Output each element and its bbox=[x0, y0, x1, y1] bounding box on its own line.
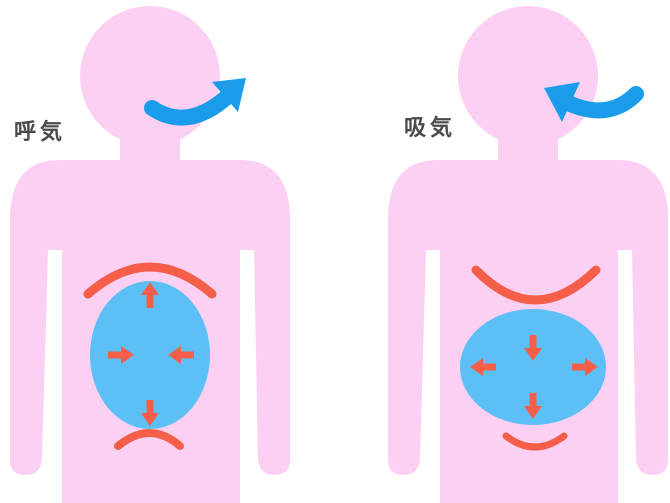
exhale-panel bbox=[10, 6, 290, 503]
exhale-label: 呼気 bbox=[14, 114, 66, 146]
inhale-body-silhouette bbox=[388, 6, 668, 503]
inhale-panel bbox=[388, 6, 668, 503]
inhale-label: 吸気 bbox=[404, 110, 456, 142]
